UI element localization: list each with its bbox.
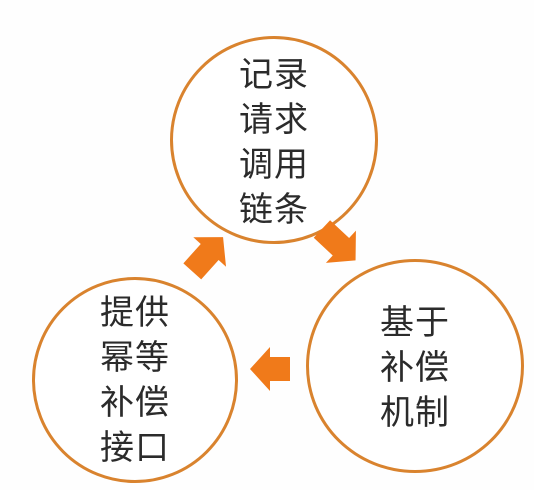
- cycle-node-compensation-mechanism: 基于 补偿 机制: [306, 259, 524, 473]
- node-label-line: 补偿: [380, 347, 450, 388]
- node-label-line: 记录: [239, 55, 309, 95]
- arrow-right-to-left-icon: [250, 347, 290, 391]
- cycle-node-record-call-chain: 记录 请求 调用 链条: [170, 36, 378, 244]
- node-label: 提供 幂等 补偿 接口: [100, 291, 170, 471]
- node-label: 记录 请求 调用 链条: [239, 53, 309, 233]
- node-label-line: 提供: [100, 293, 170, 333]
- node-label-line: 请求: [239, 100, 309, 140]
- node-label-line: 幂等: [100, 338, 170, 378]
- node-label-line: 接口: [100, 428, 170, 468]
- node-label: 基于 补偿 机制: [380, 301, 450, 436]
- node-label-line: 链条: [239, 190, 309, 230]
- node-label-line: 基于: [380, 302, 450, 343]
- node-label-line: 补偿: [100, 383, 170, 423]
- node-label-line: 机制: [380, 392, 450, 433]
- cycle-node-idempotent-compensation-interface: 提供 幂等 补偿 接口: [32, 277, 238, 483]
- node-label-line: 调用: [239, 145, 309, 185]
